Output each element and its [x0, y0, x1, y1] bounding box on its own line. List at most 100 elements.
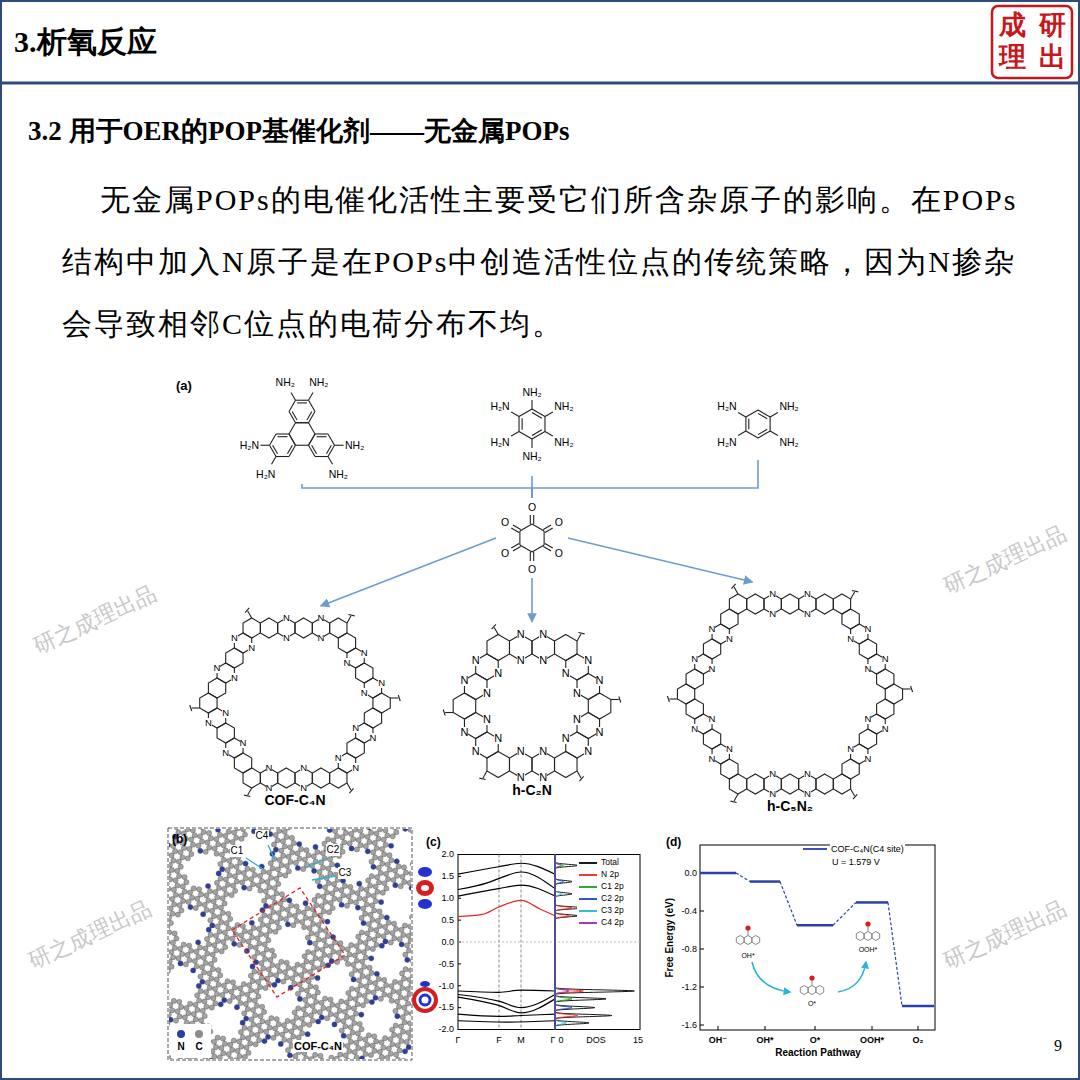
atom-ball: [286, 965, 291, 970]
atom-ball: [350, 1030, 355, 1035]
atom-ball: [348, 1025, 353, 1030]
structure-model: [169, 829, 411, 1059]
atom-ball: [248, 930, 253, 935]
atom-ball: [201, 955, 206, 960]
atom-ball: [247, 997, 252, 1002]
atom-ball: [204, 1004, 209, 1009]
atom-ball: [271, 909, 276, 914]
atom-ball: [240, 880, 245, 885]
atom-ball: [295, 1059, 300, 1060]
atom-ball: [353, 997, 358, 1002]
atom-ball: [271, 1035, 276, 1040]
atom-ball: [368, 1052, 373, 1057]
atom-ball: [302, 968, 307, 973]
atom-ball: [169, 992, 170, 997]
atom-ball: [234, 879, 239, 884]
atom-ball: [242, 1054, 247, 1059]
atom-ball: [281, 1023, 286, 1028]
atom-ball: [258, 917, 263, 922]
atom-ball: [222, 901, 227, 906]
atom-ball: [197, 945, 202, 950]
atom-ball: [190, 829, 195, 833]
atom-ball: [211, 899, 216, 904]
atom-ball: [200, 979, 205, 984]
atom-ball: [220, 1036, 225, 1041]
atom-ball: [191, 886, 196, 891]
atom-ball: [215, 1035, 220, 1040]
atom-ball: [177, 873, 182, 878]
atom-ball: [251, 1022, 256, 1027]
atom-ball: [268, 972, 273, 977]
atom-ball: [366, 989, 371, 994]
atom-ball: [304, 1055, 309, 1059]
atom-ball: [205, 951, 210, 956]
atom-ball: [188, 890, 193, 895]
atom-ball: [209, 908, 214, 913]
atom-ball: [311, 965, 316, 970]
atom-ball: [293, 1054, 298, 1059]
atom-ball: [397, 1033, 402, 1038]
atom-ball: [295, 991, 300, 996]
atom-ball: [390, 1042, 395, 1047]
atom-ball: [363, 1051, 368, 1056]
atom-ball: [258, 1014, 263, 1019]
atom-ball: [304, 988, 309, 993]
atom-ball: [171, 887, 176, 892]
atom-ball: [226, 1052, 231, 1057]
atom-ball: [262, 1038, 267, 1043]
atom-ball: [243, 1001, 248, 1006]
atom-ball: [377, 1049, 382, 1054]
atom-ball: [269, 919, 274, 924]
atom-ball: [357, 992, 362, 997]
atom-ball: [198, 989, 203, 994]
atom-ball: [216, 982, 221, 987]
atom-ball: [355, 1031, 360, 1036]
atom-ball: [204, 907, 209, 912]
atom-ball: [260, 1019, 265, 1024]
atom-ball: [192, 958, 197, 963]
atom-ball: [220, 896, 225, 901]
atom-ball: [196, 940, 201, 945]
logo-seal: [992, 6, 1072, 78]
atom-ball: [169, 877, 173, 882]
atom-ball: [198, 974, 203, 979]
atom-ball: [309, 960, 314, 965]
atom-ball: [172, 902, 177, 907]
atom-ball: [346, 1005, 351, 1010]
atom-ball: [187, 958, 192, 963]
atom-ball: [221, 939, 226, 944]
atom-ball: [187, 846, 192, 851]
atom-ball: [169, 964, 174, 969]
atom-ball: [210, 952, 215, 957]
atom-ball: [259, 961, 264, 966]
atom-ball: [248, 1041, 253, 1046]
atom-ball: [169, 1017, 173, 1022]
atom-ball: [261, 1009, 266, 1014]
atom-ball: [202, 999, 207, 1004]
atom-ball: [354, 1040, 359, 1045]
atom-ball: [226, 926, 231, 931]
atom-ball: [289, 1029, 294, 1034]
atom-ball: [177, 903, 182, 908]
atom-ball: [287, 1038, 292, 1043]
atom-ball: [241, 982, 246, 987]
atom-ball: [261, 951, 266, 956]
atom-ball: [213, 1001, 218, 1006]
atom-ball: [351, 977, 356, 982]
atom-ball: [175, 912, 180, 917]
atom-ball: [293, 971, 298, 976]
atom-ball: [404, 1039, 409, 1044]
atom-ball: [268, 957, 273, 962]
atom-ball: [215, 895, 220, 900]
atom-ball: [230, 1047, 235, 1052]
atom-ball: [239, 933, 244, 938]
atom-ball: [358, 983, 363, 988]
atom-ball: [407, 1021, 411, 1026]
atom-ball: [215, 938, 220, 943]
atom-ball: [195, 896, 200, 901]
atom-ball: [208, 918, 213, 923]
atom-ball: [276, 910, 281, 915]
atom-ball: [347, 1049, 352, 1054]
atom-ball: [179, 908, 184, 913]
